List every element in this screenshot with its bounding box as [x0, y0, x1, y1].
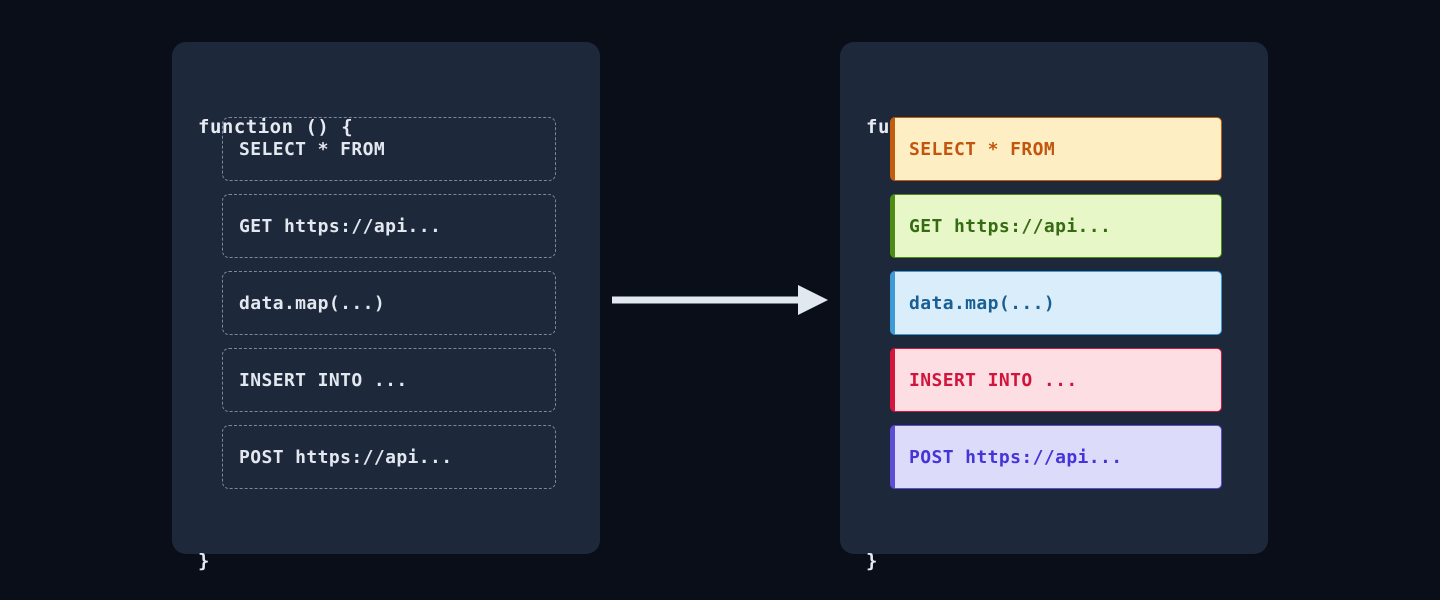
before-block-0: SELECT * FROM — [222, 117, 556, 181]
after-function-close-brace: } — [866, 550, 878, 572]
after-block-http-post: POST https://api... — [890, 425, 1222, 489]
before-block-label: GET https://api... — [239, 215, 442, 237]
before-block-label: data.map(...) — [239, 292, 386, 314]
after-block-http-get: GET https://api... — [890, 194, 1222, 258]
before-block-label: INSERT INTO ... — [239, 369, 408, 391]
after-block-label: data.map(...) — [909, 292, 1056, 314]
before-block-label: POST https://api... — [239, 446, 453, 468]
after-block-label: GET https://api... — [909, 215, 1112, 237]
after-block-list: SELECT * FROM GET https://api... data.map(… — [890, 117, 1222, 502]
after-block-js-map: data.map(...) — [890, 271, 1222, 335]
before-block-list: SELECT * FROM GET https://api... data.map(… — [222, 117, 556, 502]
transform-arrow-icon — [612, 285, 828, 315]
after-block-label: INSERT INTO ... — [909, 369, 1078, 391]
after-block-sql-insert: INSERT INTO ... — [890, 348, 1222, 412]
after-block-sql-select: SELECT * FROM — [890, 117, 1222, 181]
before-block-1: GET https://api... — [222, 194, 556, 258]
before-panel: function () { SELECT * FROM GET https://a… — [172, 42, 600, 572]
after-block-label: SELECT * FROM — [909, 138, 1056, 160]
before-block-label: SELECT * FROM — [239, 138, 386, 160]
before-function-close-brace: } — [198, 550, 210, 572]
before-block-2: data.map(...) — [222, 271, 556, 335]
before-function-open-brace: function () { — [198, 116, 354, 138]
before-block-3: INSERT INTO ... — [222, 348, 556, 412]
before-block-4: POST https://api... — [222, 425, 556, 489]
after-block-label: POST https://api... — [909, 446, 1123, 468]
